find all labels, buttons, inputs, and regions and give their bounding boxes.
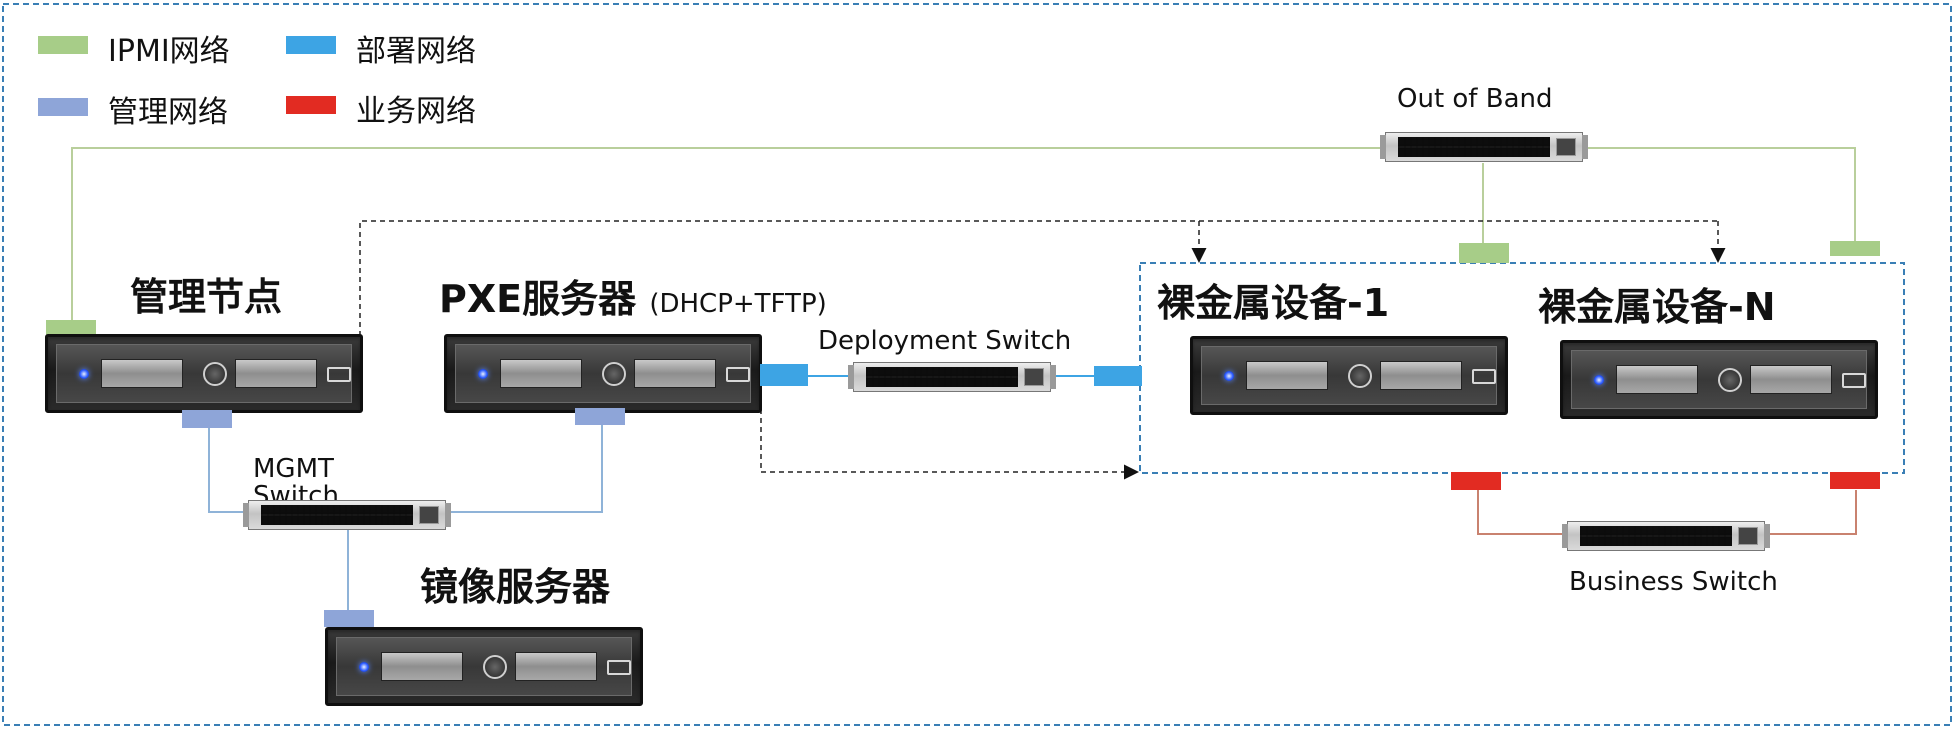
legend-label-deploy: 部署网络: [356, 34, 476, 69]
power-led-icon: [1594, 374, 1604, 385]
legend-swatch-business: [286, 96, 336, 114]
bare-metal-n-label: 裸金属设备-N: [1538, 285, 1776, 329]
outer-frame: [2, 3, 1952, 726]
legend-swatch-deploy: [286, 36, 336, 54]
ipmi-line: [1583, 147, 1856, 242]
mgmt-node-server: [45, 334, 363, 413]
business-port-bare-metal-n: [1830, 472, 1880, 489]
deploy-port-bare-metal: [1094, 366, 1142, 386]
legend-label-mgmt: 管理网络: [108, 95, 228, 130]
dashed-flow-line: [359, 220, 1718, 336]
deployment-switch: [848, 362, 1056, 392]
ipmi-line: [71, 147, 1382, 320]
mgmt-port-image-server: [324, 610, 374, 627]
mgmt-line: [208, 428, 246, 513]
business-port-bare-metal-1: [1451, 472, 1501, 490]
legend-swatch-ipmi: [38, 36, 88, 54]
out-of-band-switch-label: Out of Band: [1397, 84, 1553, 114]
mgmt-port-pxe-server: [575, 408, 625, 425]
legend-label-ipmi: IPMI网络: [108, 34, 230, 69]
deployment-switch-label: Deployment Switch: [818, 326, 1072, 356]
legend-label-business: 业务网络: [356, 94, 476, 129]
mgmt-node-label: 管理节点: [130, 275, 283, 319]
bare-metal-1-label: 裸金属设备-1: [1157, 281, 1390, 325]
dashed-arrow: [760, 400, 1139, 480]
ipmi-port-bare-metal-n: [1830, 241, 1880, 256]
business-line: [1767, 490, 1857, 535]
mgmt-line: [446, 425, 603, 513]
business-switch: [1562, 521, 1770, 551]
ipmi-port-mgmt-node: [46, 320, 96, 336]
business-switch-label: Business Switch: [1569, 567, 1778, 597]
mgmt-switch: [243, 500, 451, 530]
bare-metal-n-server: [1560, 340, 1878, 419]
business-line: [1477, 490, 1565, 535]
legend-swatch-mgmt: [38, 98, 88, 116]
pxe-server-title: PXE服务器: [439, 277, 637, 321]
power-led-icon: [478, 368, 488, 379]
image-server: [325, 627, 643, 706]
power-led-icon: [359, 661, 369, 672]
ipmi-port-bare-metal-1: [1459, 243, 1509, 263]
power-led-icon: [1224, 370, 1234, 381]
image-server-label: 镜像服务器: [420, 565, 611, 609]
pxe-server: [444, 334, 762, 413]
out-of-band-switch: [1380, 132, 1588, 162]
power-led-icon: [79, 368, 89, 379]
mgmt-port-mgmt-node: [182, 410, 232, 428]
pxe-server-label: PXE服务器 (DHCP+TFTP): [439, 280, 827, 318]
pxe-server-subtitle: (DHCP+TFTP): [649, 289, 827, 319]
bare-metal-1-server: [1190, 336, 1508, 415]
deploy-port-pxe-server: [760, 364, 808, 386]
